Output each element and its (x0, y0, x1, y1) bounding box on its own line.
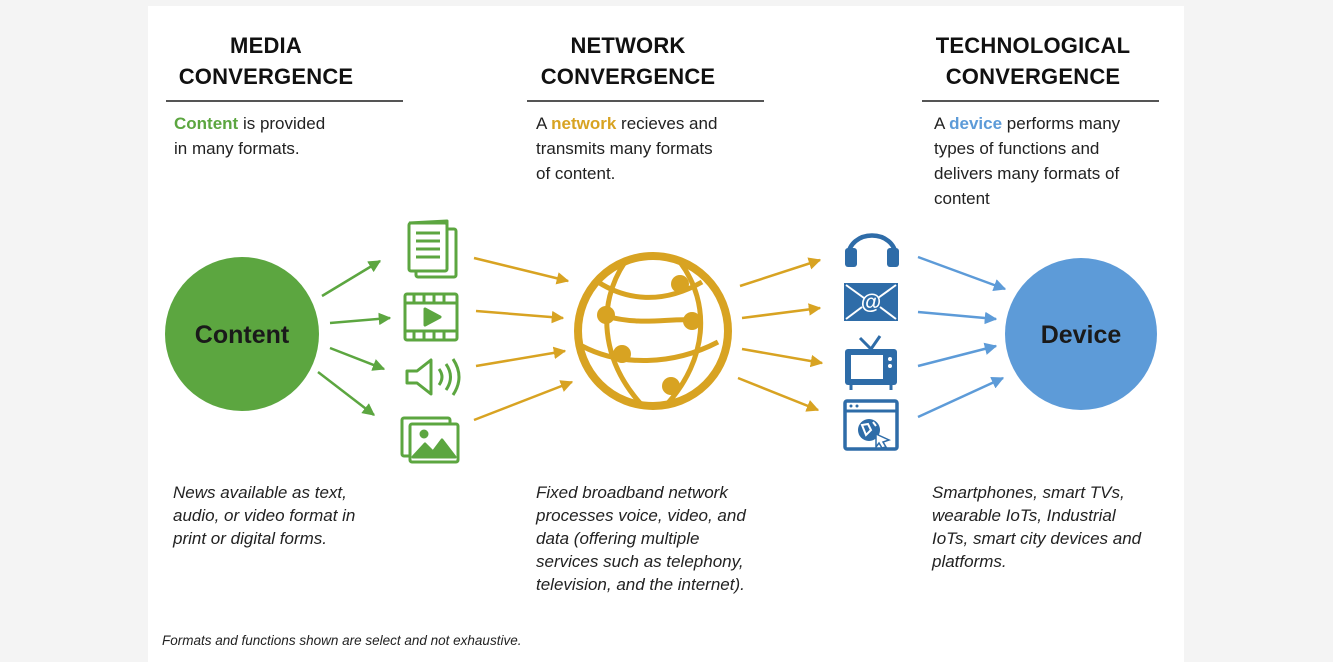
arrow-content-to-audio (329, 346, 386, 371)
content-node: Content (165, 257, 319, 411)
network-note-line: processes voice, video, and (536, 506, 746, 525)
content-keyword: Content (174, 114, 239, 133)
arrow-image-to-network (473, 380, 574, 422)
network-keyword: network (551, 114, 617, 133)
video-icon (403, 292, 459, 342)
network-heading-rule (527, 100, 764, 102)
device-keyword: device (949, 114, 1003, 133)
arrow-network-to-tv (741, 347, 824, 368)
network-desc-line1-rest: recieves and (616, 114, 718, 133)
network-heading-line1: NETWORK (570, 33, 686, 58)
technological-note-line: Smartphones, smart TVs, (932, 483, 1125, 502)
arrow-browser-to-device (917, 376, 1005, 419)
network-note-line: data (offering multiple (536, 529, 700, 548)
arrow-headphones-to-device (917, 255, 1007, 291)
device-arrows (917, 255, 1007, 419)
network-note-line: television, and the internet). (536, 575, 745, 594)
network-note-line: services such as telephony, (536, 552, 744, 571)
arrow-document-to-network (473, 256, 570, 285)
arrow-network-to-headphones (739, 257, 822, 288)
network-globe-icon (574, 252, 732, 410)
arrow-email-to-device (917, 310, 998, 325)
technological-desc-line3: delivers many formats of (934, 164, 1120, 183)
content-node-label: Content (195, 321, 290, 349)
media-note: News available as text, audio, or video … (173, 481, 423, 550)
media-desc-line1-rest: is provided (238, 114, 326, 133)
media-convergence-heading: MEDIA CONVERGENCE (166, 30, 366, 92)
audio-speaker-icon (405, 358, 461, 396)
technological-heading-rule (922, 100, 1159, 102)
technological-note-line: IoTs, smart city devices and (932, 529, 1142, 548)
network-note: Fixed broadband network processes voice,… (536, 481, 806, 596)
headphones-icon (845, 233, 899, 267)
network-note-line: Fixed broadband network (536, 483, 728, 502)
device-node: Device (1005, 258, 1157, 410)
technological-desc-line4: content (934, 189, 990, 208)
network-desc-prefix: A (536, 114, 552, 133)
email-icon: @ (844, 283, 898, 321)
television-icon (845, 335, 897, 390)
arrow-tv-to-device (917, 342, 998, 368)
media-desc-line2: in many formats. (174, 139, 300, 158)
network-convergence-heading: NETWORK CONVERGENCE (527, 30, 729, 92)
network-description: A network recieves and transmits many fo… (536, 111, 776, 186)
image-icon (400, 416, 460, 464)
technological-desc-line1-rest: performs many (1002, 114, 1121, 133)
web-browser-icon (843, 399, 899, 451)
technological-note-line: platforms. (932, 552, 1007, 571)
network-desc-line2: transmits many formats (536, 139, 713, 158)
arrow-network-to-browser (737, 376, 820, 412)
arrow-content-to-video (329, 312, 392, 326)
media-description: Content is provided in many formats. (174, 111, 404, 161)
technological-note-line: wearable IoTs, Industrial (932, 506, 1116, 525)
arrow-audio-to-network (475, 346, 567, 368)
footnote: Formats and functions shown are select a… (162, 633, 522, 648)
document-icon (407, 219, 458, 279)
media-heading-line2: CONVERGENCE (178, 64, 354, 89)
content-arrows (317, 259, 392, 416)
technological-heading-line1: TECHNOLOGICAL (935, 33, 1131, 58)
technological-desc-line2: types of functions and (934, 139, 1100, 158)
svg-text:@: @ (861, 291, 881, 314)
network-input-arrows (473, 256, 574, 422)
technological-note: Smartphones, smart TVs, wearable IoTs, I… (932, 481, 1192, 573)
arrow-content-to-image (317, 371, 375, 416)
network-output-arrows (737, 257, 824, 412)
technological-description: A device performs many types of function… (934, 111, 1174, 211)
device-node-label: Device (1041, 321, 1122, 349)
media-note-line: News available as text, (173, 483, 347, 502)
media-note-line: print or digital forms. (173, 529, 327, 548)
arrow-content-to-document (321, 259, 382, 298)
media-note-line: audio, or video format in (173, 506, 356, 525)
network-heading-line2: CONVERGENCE (540, 64, 716, 89)
media-heading-rule (166, 100, 403, 102)
technological-convergence-heading: TECHNOLOGICAL CONVERGENCE (922, 30, 1144, 92)
media-heading-line1: MEDIA (230, 33, 302, 58)
arrow-video-to-network (475, 309, 565, 324)
arrow-network-to-email (741, 303, 822, 320)
network-desc-line3: of content. (536, 164, 616, 183)
technological-desc-prefix: A (934, 114, 950, 133)
technological-heading-line2: CONVERGENCE (945, 64, 1121, 89)
